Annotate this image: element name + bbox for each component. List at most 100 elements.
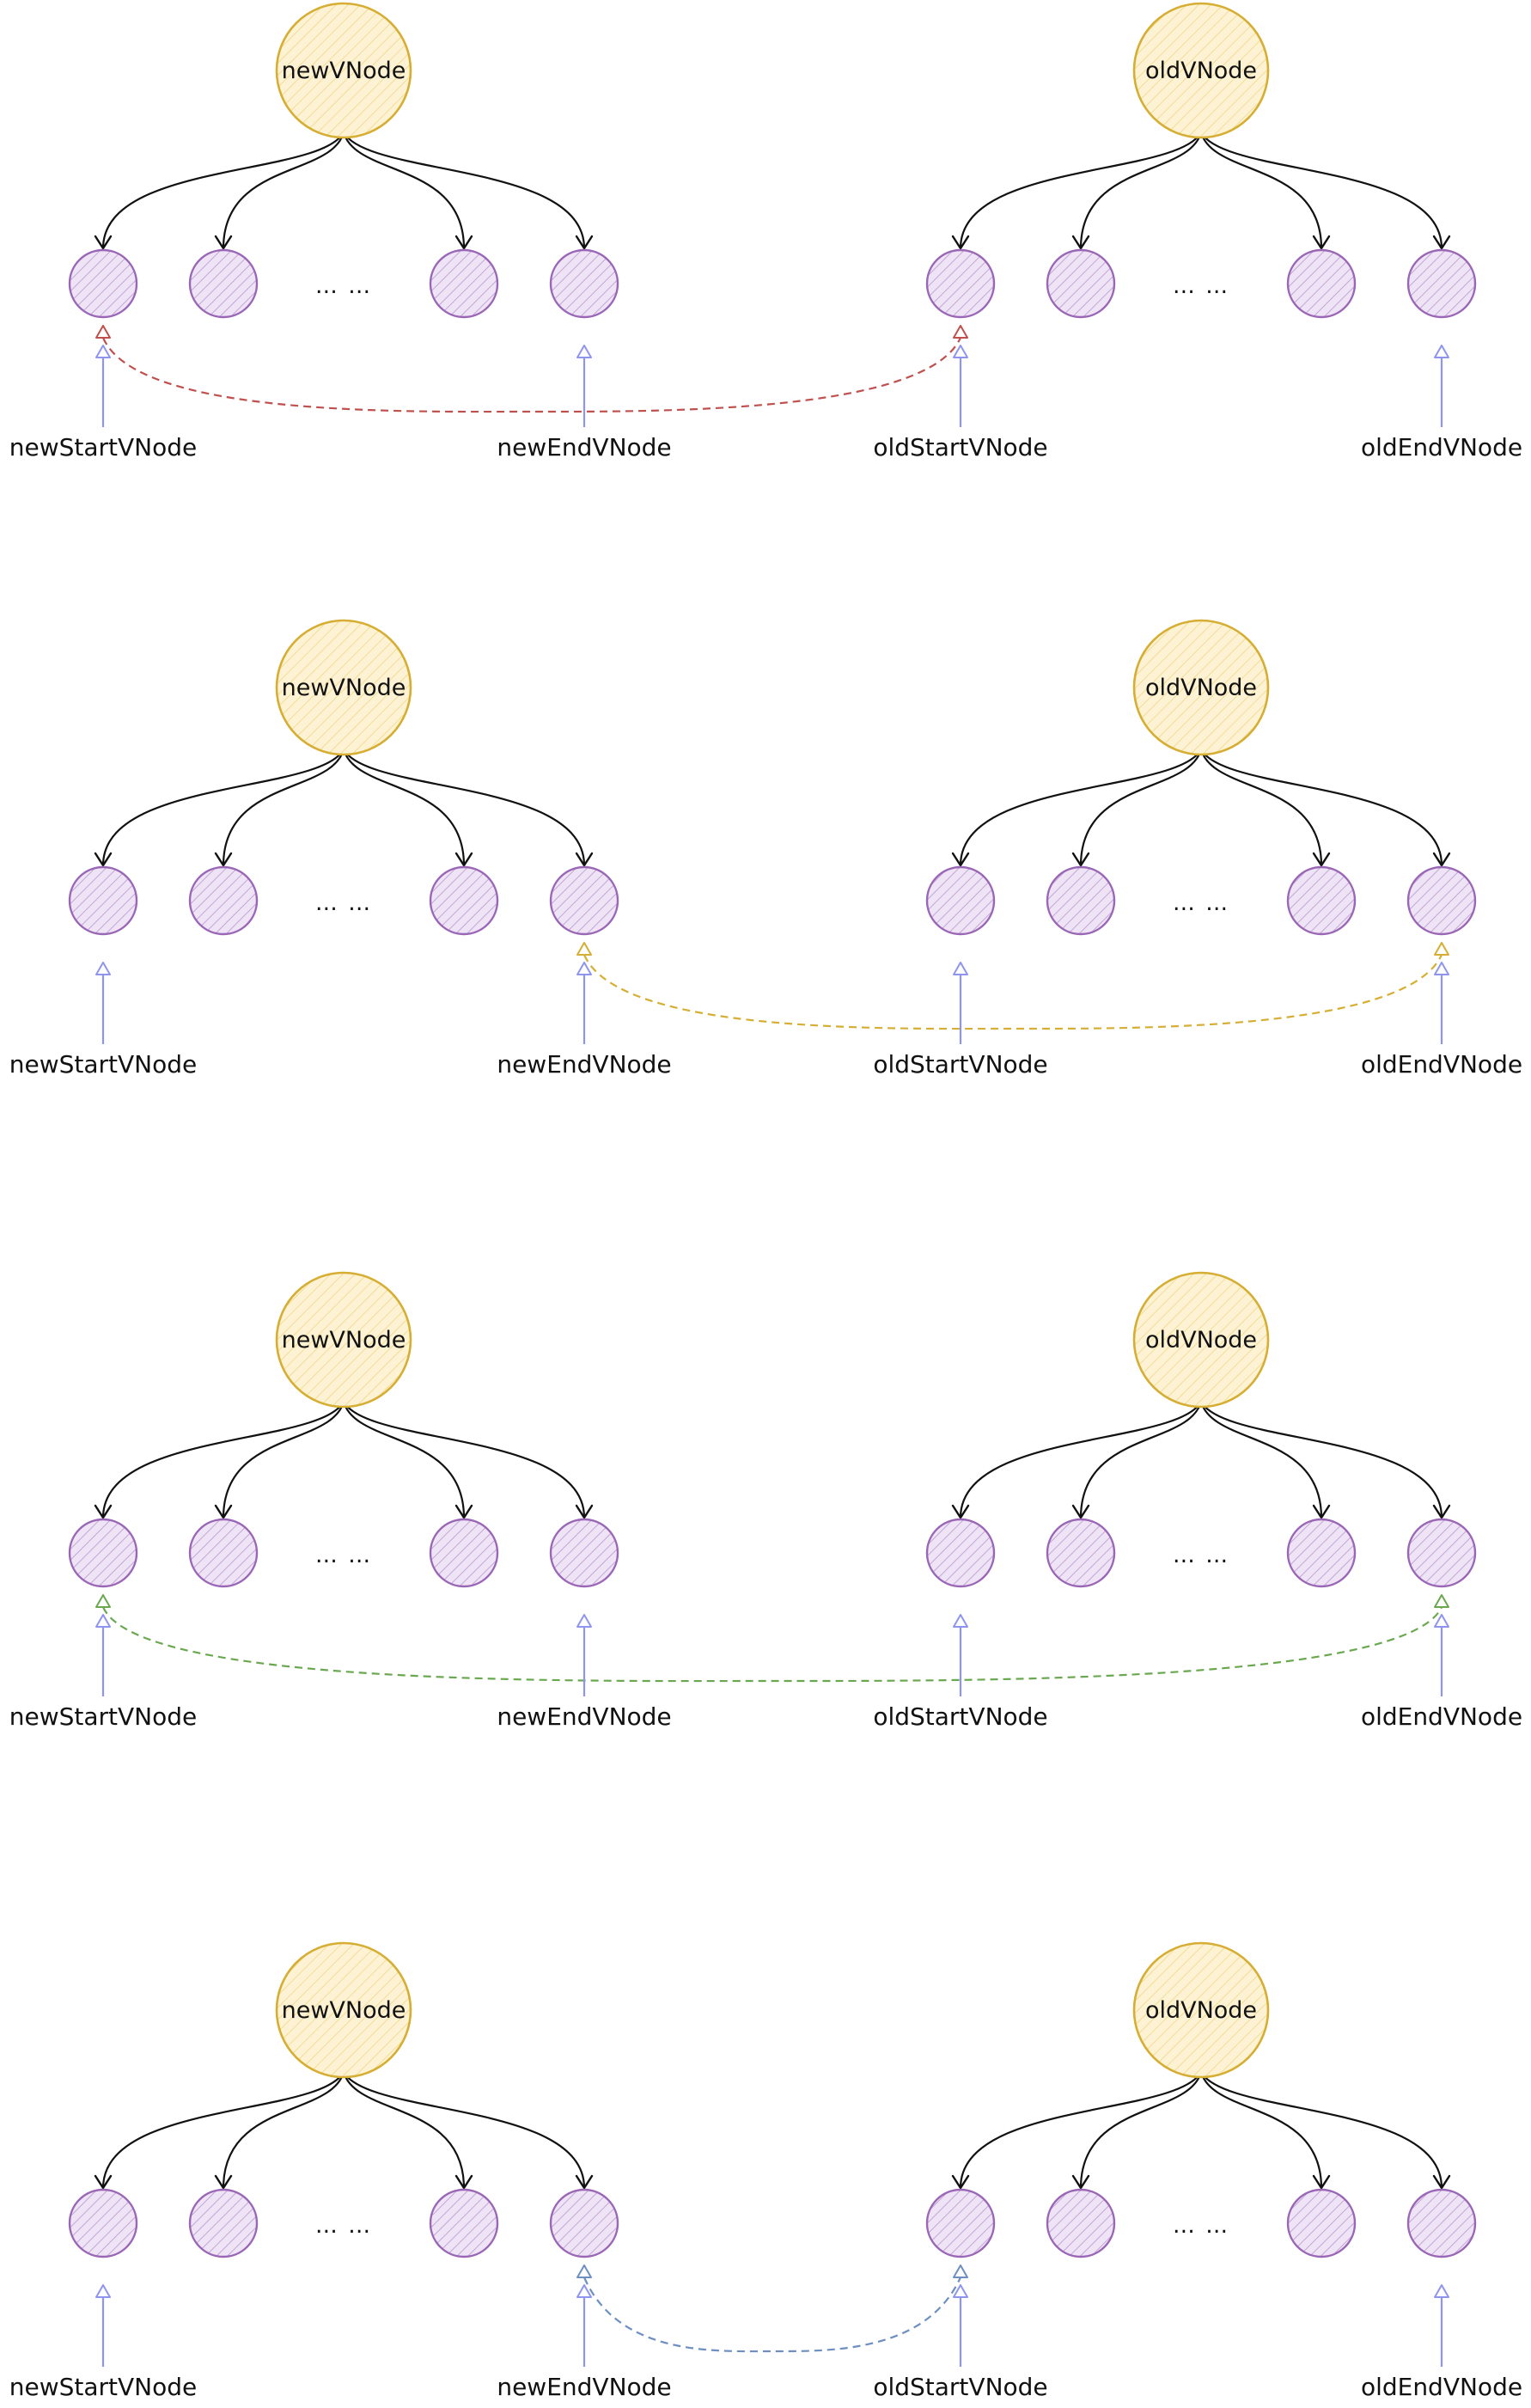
old-child-vnode <box>1046 1518 1116 1588</box>
old-child-vnode <box>1286 865 1357 936</box>
new-tree-edge <box>101 131 345 249</box>
old-tree-edge-arrow <box>1432 852 1451 867</box>
old-tree-edge-arrow <box>951 235 970 250</box>
new-start-pointer-arrow <box>95 1614 111 1628</box>
new-start-pointer-arrow <box>95 2284 111 2298</box>
new-tree-edge-arrow <box>454 1504 473 1519</box>
new-tree-edge-arrow <box>575 235 594 250</box>
new-end-vnode-label: newEndVNode <box>497 2373 671 2401</box>
new-child-vnode <box>68 2188 138 2258</box>
old-tree-edge <box>1079 1401 1203 1519</box>
new-tree: newVNode… … <box>68 619 619 936</box>
old-start-pointer-arrow <box>953 2284 968 2298</box>
new-vnode-root <box>275 2 412 139</box>
old-child-vnode <box>1286 2188 1357 2258</box>
comparison-dashed-line <box>583 2277 962 2353</box>
old-tree-edge <box>959 2071 1202 2189</box>
new-tree: newVNode… … <box>68 1941 619 2258</box>
old-vnode-root <box>1132 1271 1270 1409</box>
old-tree-edge <box>1200 1401 1443 1519</box>
old-tree-edge-arrow <box>1071 235 1090 250</box>
old-tree-edge-arrow <box>1432 235 1451 250</box>
comparison-arrow-old-start <box>953 2264 968 2278</box>
new-vnode-label: newVNode <box>282 58 406 84</box>
old-tree-edge-arrow <box>1071 2174 1090 2190</box>
old-start-vnode-label: oldStartVNode <box>873 1050 1047 1079</box>
old-tree: oldVNode… … <box>925 619 1477 936</box>
new-tree-edge-arrow <box>94 1504 113 1519</box>
old-child-vnode <box>1046 2188 1116 2258</box>
new-child-vnode <box>188 1518 259 1588</box>
old-tree-edge-arrow <box>1071 852 1090 867</box>
comparison-arc <box>576 2264 968 2353</box>
old-tree: oldVNode … … <box>925 1271 1477 1588</box>
old-end-vnode-label: oldEndVNode <box>1361 1702 1522 1731</box>
old-children-ellipsis: … … <box>1173 890 1229 916</box>
comparison-arrow-new-end <box>576 2264 592 2278</box>
new-child-vnode <box>549 248 619 319</box>
new-child-vnode <box>429 865 499 936</box>
old-tree-edge-arrow <box>1432 1504 1451 1519</box>
new-child-vnode <box>68 1518 138 1588</box>
old-start-pointer-arrow <box>953 1614 968 1628</box>
new-end-vnode-label: newEndVNode <box>497 433 671 461</box>
old-child-vnode <box>1046 865 1116 936</box>
new-tree-edge <box>101 749 345 866</box>
old-tree-edge <box>1199 1401 1323 1519</box>
comparison-dashed-line <box>101 337 962 413</box>
old-vnode-label: oldVNode <box>1145 58 1257 84</box>
old-start-vnode-label: oldStartVNode <box>873 433 1047 461</box>
new-tree-edge-arrow <box>454 2174 473 2190</box>
new-tree-edge-arrow <box>575 852 594 867</box>
new-start-vnode-label: newStartVNode <box>9 1050 198 1079</box>
new-end-pointer-arrow <box>576 345 592 358</box>
old-child-vnode <box>1406 248 1477 319</box>
old-start-vnode-label: oldStartVNode <box>873 1702 1047 1731</box>
old-vnode-label: oldVNode <box>1145 1327 1257 1354</box>
new-tree-edge <box>342 2071 466 2189</box>
old-children-ellipsis: … … <box>1173 273 1229 299</box>
new-tree-edge-arrow <box>94 852 113 867</box>
new-children-ellipsis: … … <box>315 890 372 916</box>
new-child-vnode <box>549 865 619 936</box>
old-tree-edge <box>1200 2071 1443 2189</box>
old-child-vnode <box>925 865 996 936</box>
old-start-pointer-arrow <box>953 345 968 358</box>
old-start-vnode-label: oldStartVNode <box>873 2373 1047 2401</box>
new-start-vnode-label: newStartVNode <box>9 1702 198 1731</box>
new-tree-edge-arrow <box>575 1504 594 1519</box>
new-child-vnode <box>68 248 138 319</box>
new-vnode-label: newVNode <box>282 1997 406 2024</box>
new-child-vnode <box>188 865 259 936</box>
new-tree-edge <box>343 1401 586 1519</box>
new-tree-edge-arrow <box>214 1504 233 1519</box>
new-child-vnode <box>549 2188 619 2258</box>
comparison-arrow-new-end <box>576 942 592 956</box>
old-end-vnode-label: oldEndVNode <box>1361 433 1522 461</box>
new-tree-edge <box>101 2071 345 2189</box>
old-child-vnode <box>1406 1518 1477 1588</box>
old-tree: oldVNode… … <box>925 1941 1477 2258</box>
new-children-ellipsis: … … <box>315 1543 372 1568</box>
old-child-vnode <box>925 248 996 319</box>
new-tree-edge <box>343 749 586 866</box>
new-tree-edge <box>101 1401 345 1519</box>
new-tree-edge <box>222 1401 345 1519</box>
old-children-ellipsis: … … <box>1173 1543 1229 1568</box>
old-tree-edge <box>1079 131 1203 249</box>
old-child-vnode <box>1046 248 1116 319</box>
new-tree-edge-arrow <box>214 235 233 250</box>
new-start-vnode-label: newStartVNode <box>9 2373 198 2401</box>
new-end-pointer-arrow <box>576 962 592 975</box>
new-tree-edge-arrow <box>575 2174 594 2190</box>
new-tree-edge-arrow <box>214 2174 233 2190</box>
old-tree-edge-arrow <box>1312 1504 1331 1519</box>
new-tree-edge-arrow <box>214 852 233 867</box>
comparison-arrow-old-end <box>1434 1594 1449 1608</box>
old-tree-edge <box>1079 2071 1203 2189</box>
